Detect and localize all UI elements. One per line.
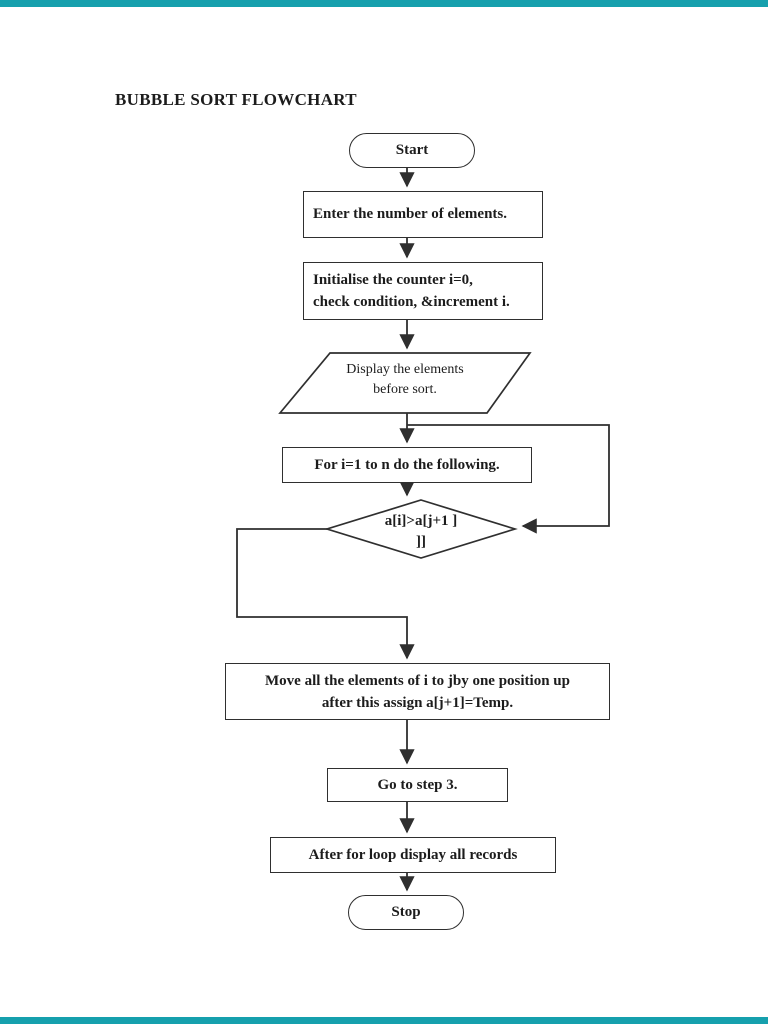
process-display-records: After for loop display all records	[270, 837, 556, 873]
process-initialise-counter: Initialise the counter i=0, check condit…	[303, 262, 543, 320]
move-elements-line-1: Move all the elements of i to jby one po…	[265, 672, 570, 689]
display-records-label: After for loop display all records	[308, 846, 518, 863]
page-top-accent-bar	[0, 0, 768, 7]
enter-elements-label: Enter the number of elements.	[313, 206, 508, 222]
arrow-branch-right-to-decision	[407, 424, 610, 534]
page-title: BUBBLE SORT FLOWCHART	[115, 90, 357, 109]
start-terminator: Start	[349, 133, 475, 168]
process-for-loop: For i=1 to n do the following.	[282, 447, 532, 483]
arrow-decision-left-loop-to-move	[236, 528, 415, 660]
process-goto-step3: Go to step 3.	[327, 768, 508, 802]
decision-compare-label: a[i]>a[j+1 ] ]]	[327, 511, 515, 553]
display-line-2: before sort.	[373, 382, 437, 397]
page-bottom-accent-bar	[0, 1017, 768, 1024]
goto-step3-label: Go to step 3.	[377, 776, 458, 793]
decision-line-2: ]]	[416, 534, 426, 550]
display-line-1: Display the elements	[346, 362, 464, 377]
for-loop-label: For i=1 to n do the following.	[314, 456, 500, 473]
start-label: Start	[395, 142, 429, 158]
move-elements-line-2: after this assign a[j+1]=Temp.	[321, 694, 514, 711]
io-display-before-sort: Display the elements before sort.	[280, 360, 530, 400]
process-enter-elements: Enter the number of elements.	[303, 191, 543, 238]
initialise-line-2: check condition, &increment i.	[313, 294, 510, 310]
stop-label: Stop	[391, 904, 421, 920]
initialise-line-1: Initialise the counter i=0,	[313, 272, 473, 288]
process-move-elements: Move all the elements of i to jby one po…	[225, 663, 610, 720]
stop-terminator: Stop	[348, 895, 464, 930]
decision-diamond-shape	[324, 499, 518, 559]
display-parallelogram-shape	[278, 352, 532, 414]
decision-line-1: a[i]>a[j+1 ]	[384, 513, 458, 529]
